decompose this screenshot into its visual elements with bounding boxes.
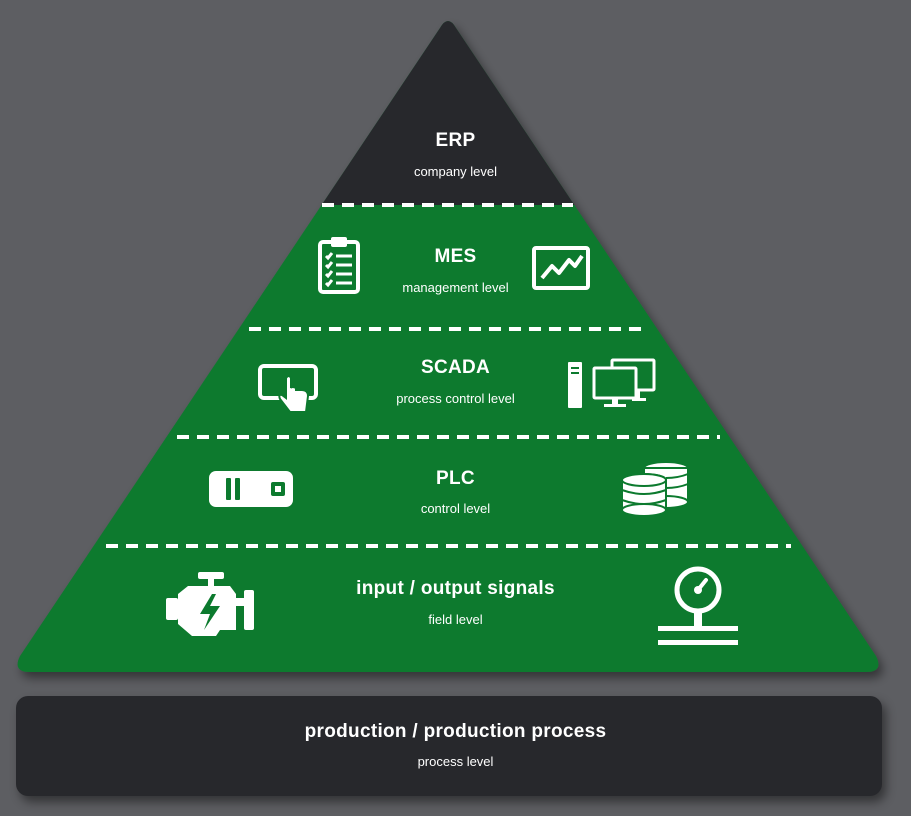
plc-module-icon bbox=[209, 471, 293, 507]
plc-title: PLC bbox=[436, 468, 475, 489]
erp-title: ERP bbox=[435, 130, 476, 151]
plc-subtitle: control level bbox=[420, 501, 491, 516]
production-subtitle: process level bbox=[417, 754, 494, 769]
mes-title: MES bbox=[434, 246, 477, 267]
io-title: input / output signals bbox=[356, 578, 555, 599]
mes-subtitle: management level bbox=[402, 280, 509, 295]
computer-workstations-icon bbox=[568, 358, 656, 408]
io-subtitle: field level bbox=[428, 612, 483, 627]
production-base-box bbox=[16, 696, 882, 796]
pressure-gauge-icon bbox=[658, 566, 738, 645]
clipboard-checklist-icon bbox=[318, 237, 360, 294]
erp-subtitle: company level bbox=[413, 164, 498, 179]
scada-title: SCADA bbox=[420, 357, 491, 378]
database-stack-icon bbox=[621, 461, 689, 517]
touchscreen-hand-icon bbox=[258, 364, 318, 413]
scada-subtitle: process control level bbox=[396, 391, 515, 406]
engine-icon bbox=[166, 572, 254, 636]
production-title: production / production process bbox=[304, 721, 607, 742]
line-chart-monitor-icon bbox=[532, 246, 590, 290]
